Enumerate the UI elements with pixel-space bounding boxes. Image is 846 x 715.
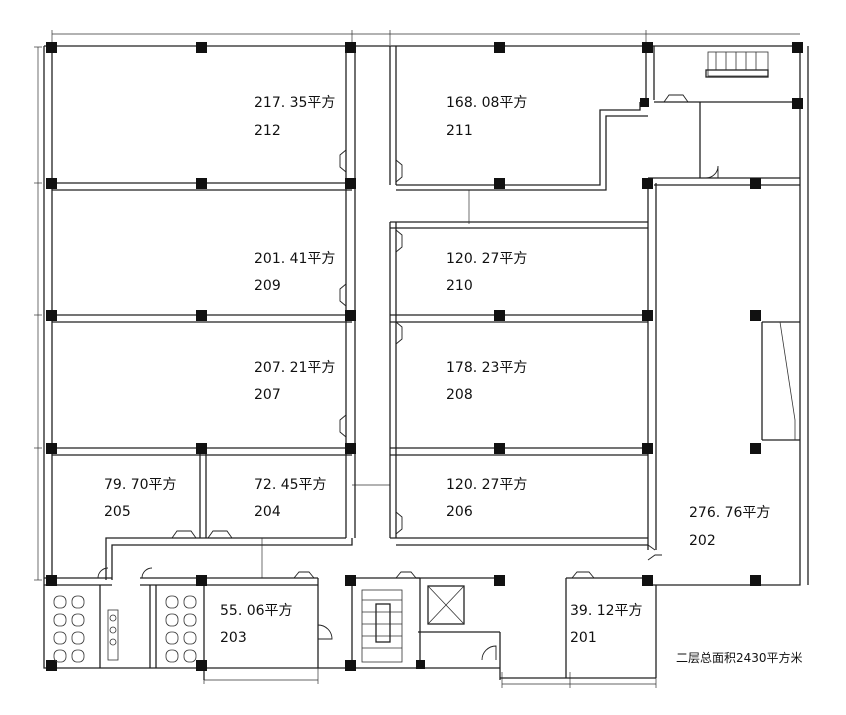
room-212-number: 212 (254, 123, 281, 139)
interior-walls (44, 46, 800, 668)
room-212-area: 217. 35平方 (254, 95, 335, 111)
doors (97, 94, 719, 661)
room-201-area: 39. 12平方 (570, 603, 643, 619)
room-207-number: 207 (254, 387, 281, 403)
room-206-area: 120. 27平方 (446, 477, 527, 493)
room-205-number: 205 (104, 504, 131, 520)
room-208-number: 208 (446, 387, 473, 403)
restroom-fixtures (53, 595, 197, 663)
room-205-area: 79. 70平方 (104, 477, 177, 493)
room-210-area: 120. 27平方 (446, 251, 527, 267)
room-207-area: 207. 21平方 (254, 360, 335, 376)
room-204-area: 72. 45平方 (254, 477, 327, 493)
room-204-number: 204 (254, 504, 281, 520)
room-labels: 217. 35平方 212 168. 08平方 211 201. 41平方 20… (104, 95, 803, 665)
structural-columns (46, 42, 803, 671)
room-206-number: 206 (446, 504, 473, 520)
room-210-number: 210 (446, 278, 473, 294)
room-208-area: 178. 23平方 (446, 360, 527, 376)
room-202-area: 276. 76平方 (689, 505, 770, 521)
room-209-number: 209 (254, 278, 281, 294)
dimension-lines (34, 30, 800, 688)
outer-walls (43, 45, 809, 680)
room-201-number: 201 (570, 630, 597, 646)
room-203-area: 55. 06平方 (220, 603, 293, 619)
room-209-area: 201. 41平方 (254, 251, 335, 267)
room-211-number: 211 (446, 123, 473, 139)
room-202-number: 202 (689, 533, 716, 549)
room-203-number: 203 (220, 630, 247, 646)
stairs (361, 51, 769, 663)
room-211-area: 168. 08平方 (446, 95, 527, 111)
total-area-label: 二层总面积2430平方米 (676, 650, 803, 665)
